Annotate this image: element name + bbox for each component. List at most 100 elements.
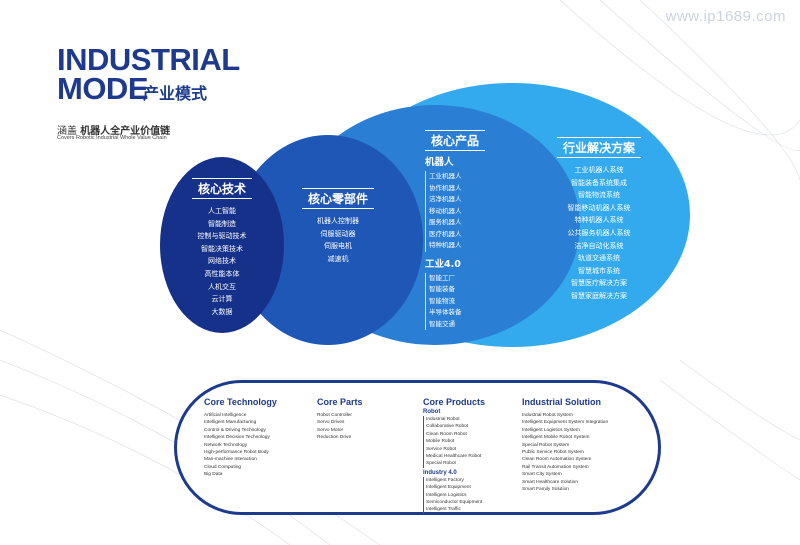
solution-item: 洁净自动化系统 <box>574 241 624 250</box>
en-robot-item: Collaborative Robot <box>426 424 469 430</box>
subtitle-en: Covers Robotic Industrial Whole Value Ch… <box>57 135 167 141</box>
core-tech-item: 控制与驱动技术 <box>197 232 247 241</box>
industry-item: 智能交通 <box>425 318 505 330</box>
solution-item: 轨道交通系统 <box>578 254 620 263</box>
title-line1: INDUSTRIAL <box>57 42 240 77</box>
solution-item: 智慧家庭解决方案 <box>571 291 627 300</box>
robot-item: 服务机器人 <box>425 217 505 229</box>
core-parts-heading: 核心零部件 <box>301 188 374 209</box>
en-core-tech: Core Technology Artificial Intelligence … <box>204 397 312 479</box>
en-robot-heading: Robot <box>423 409 441 415</box>
solution-item: 智能物流系统 <box>578 191 620 200</box>
en-solution-item: Rail Transit Automation System <box>522 464 589 470</box>
solution-item: 公共服务机器人系统 <box>567 228 631 237</box>
solution-item: 特种机器人系统 <box>574 216 624 225</box>
en-robot-item: Industrial Robot <box>426 417 460 422</box>
core-products-panel: 核心产品 机器人 工业机器人 协作机器人 洁净机器人 移动机器人 服务机器人 医… <box>425 130 505 330</box>
en-core-tech-item: Artificial Intelligence <box>204 413 247 418</box>
watermark: www.ip1689.com <box>665 8 786 25</box>
core-tech-panel: 核心技术 人工智能 智能制造 控制与驱动技术 智能决策技术 网络技术 高性能本体… <box>172 178 272 318</box>
core-tech-item: 智能制造 <box>208 219 236 228</box>
industry-heading: 工业4.0 <box>425 258 461 270</box>
en-solutions: Industrial Solution Industrial Robot Sys… <box>522 397 647 493</box>
en-core-parts: Core Parts Robot Controller Servo Drives… <box>317 397 417 442</box>
robot-item: 移动机器人 <box>425 205 505 217</box>
en-industry-item: Intelligent Traffic <box>426 507 461 513</box>
en-robot-item: Service Robot <box>426 446 457 452</box>
solution-item: 智能装备系统集成 <box>571 178 627 187</box>
solutions-heading: 行业解决方案 <box>556 137 641 158</box>
core-parts-item: 减速机 <box>327 254 349 263</box>
en-core-tech-item: Intelligent Decision Technology <box>204 435 270 441</box>
solution-item: 智能移动机器人系统 <box>567 203 631 212</box>
core-parts-item: 机器人控制器 <box>317 217 359 225</box>
en-core-tech-item: High-performance Robot Body <box>204 450 269 456</box>
en-solution-item: Public Service Robot System <box>522 450 584 456</box>
robot-heading: 机器人 <box>425 157 454 168</box>
en-core-parts-item: Servo Drives <box>317 420 345 426</box>
robot-item: 特种机器人 <box>425 240 505 252</box>
en-industry-heading: Industry 4.0 <box>423 469 457 476</box>
title-cn: 产业模式 <box>143 84 208 103</box>
solutions-panel: 行业解决方案 工业机器人系统 智能装备系统集成 智能物流系统 智能移动机器人系统… <box>540 137 658 303</box>
subtitle-cn-prefix: 涵盖 <box>57 126 77 137</box>
en-solution-item: Smart Healthcare Solution <box>522 479 578 485</box>
en-core-tech-heading: Core Technology <box>204 397 277 407</box>
en-core-tech-item: Network Technology <box>204 442 248 448</box>
en-core-products-heading: Core Products <box>423 397 486 407</box>
en-solution-item: Clean Room Automation System <box>522 457 592 463</box>
core-parts-item: 伺服驱动器 <box>320 229 356 238</box>
core-parts-item: 伺服电机 <box>324 242 352 251</box>
en-solution-item: Intelligent Logistics System <box>522 427 580 433</box>
en-solution-item: Smart City System <box>522 472 562 478</box>
core-tech-item: 人工智能 <box>208 207 236 215</box>
en-solution-item: Industrial Robot System <box>522 413 573 418</box>
industry-item: 智能物流 <box>425 295 505 307</box>
en-industry-item: Intelligent Logistics <box>426 492 467 498</box>
solution-item: 工业机器人系统 <box>574 166 624 174</box>
solution-item: 智慧医疗解决方案 <box>571 279 627 288</box>
core-tech-item: 大数据 <box>211 307 233 316</box>
title-line2: MODE <box>57 71 149 106</box>
en-industry-item: Intelligent Factory <box>426 477 464 483</box>
subtitle-cn: 涵盖 机器人全产业价值链 <box>57 122 170 137</box>
en-core-tech-item: Big Data <box>204 472 223 478</box>
en-solutions-heading: Industrial Solution <box>522 397 601 407</box>
en-core-parts-item: Servo Motor <box>317 427 344 433</box>
core-tech-item: 智能决策技术 <box>201 244 243 253</box>
en-core-tech-item: Man-machine Interaction <box>204 457 257 463</box>
en-robot-item: Medical Healthcare Robot <box>426 454 482 460</box>
en-solution-item: Intelligent Mobile Robot System <box>522 435 590 441</box>
core-tech-item: 人机交互 <box>208 282 236 291</box>
robot-item: 工业机器人 <box>425 171 505 183</box>
en-robot-item: Special Robot <box>426 461 456 467</box>
core-products-heading: 核心产品 <box>425 130 486 151</box>
en-core-parts-heading: Core Parts <box>317 397 363 407</box>
industry-item: 智能工厂 <box>425 272 505 284</box>
ellipse-tech <box>160 157 284 333</box>
en-industry-item: Semiconductor Equipment <box>426 500 483 506</box>
en-core-parts-item: Robot Controller <box>317 413 352 418</box>
ellipse-parts <box>233 135 423 345</box>
core-tech-item: 高性能本体 <box>204 269 240 278</box>
en-core-parts-item: Reduction Drive <box>317 435 352 441</box>
en-robot-item: Clean Room Robot <box>426 431 467 437</box>
solution-item: 智慧城市系统 <box>578 266 620 275</box>
en-core-tech-item: Cloud Computing <box>204 464 242 470</box>
en-industry-item: Intelligent Equipment <box>426 485 471 491</box>
en-solution-item: Special Robot System <box>522 442 570 448</box>
en-core-products: Core Products Robot Industrial Robot Col… <box>423 397 519 514</box>
en-core-tech-item: Control & Driving Technology <box>204 427 266 433</box>
en-solution-item: Intelligent Equipment System Integration <box>522 420 609 426</box>
robot-item: 协作机器人 <box>425 182 505 194</box>
english-summary-box <box>174 380 661 515</box>
subtitle-cn-main: 机器人全产业价值链 <box>80 126 171 137</box>
en-robot-item: Mobile Robot <box>426 439 455 445</box>
industry-item: 智能装备 <box>425 284 505 296</box>
core-tech-item: 云计算 <box>211 295 233 304</box>
en-solution-item: Smart Family Solution <box>522 487 569 493</box>
en-core-tech-item: Intelligent Manufacturing <box>204 420 257 426</box>
robot-item: 洁净机器人 <box>425 194 505 206</box>
robot-item: 医疗机器人 <box>425 228 505 240</box>
